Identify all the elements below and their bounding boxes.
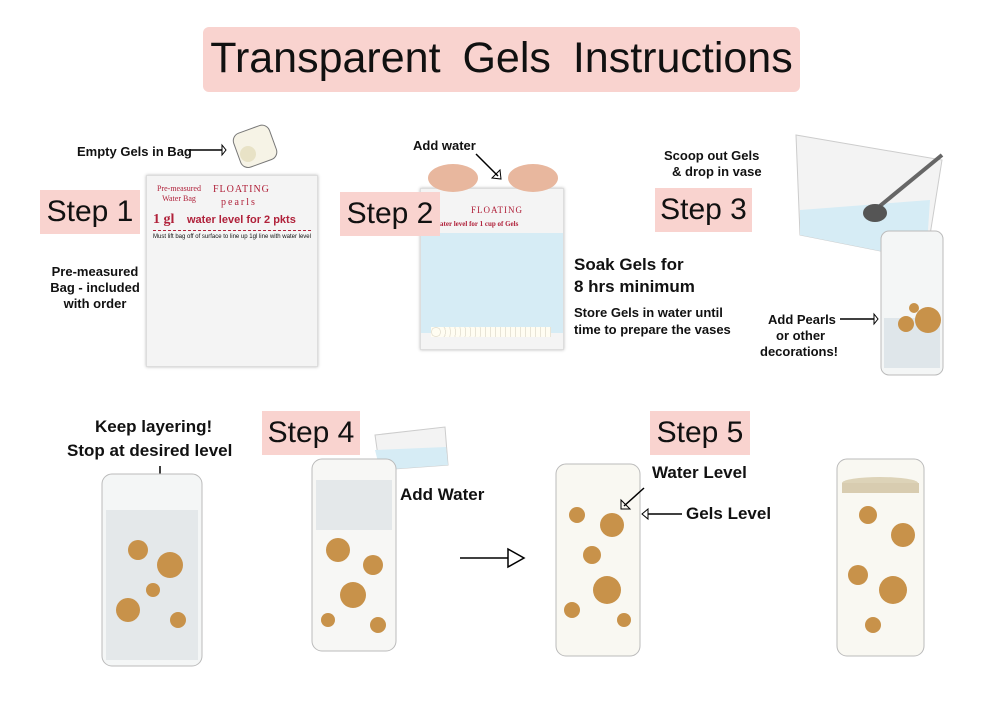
store-line-2: time to prepare the vases [574, 322, 731, 337]
pearls-line-2: or other [776, 328, 826, 343]
vase-layering [101, 473, 203, 667]
soak-line-1: Soak Gels for [574, 255, 684, 274]
step-4-label: Step 4 [262, 411, 360, 455]
empty-gels-callout: Empty Gels in Bag [77, 144, 192, 159]
arrow-icon [641, 507, 682, 521]
pearls-line-1: Add Pearls [768, 312, 836, 327]
page-title: Transparent Gels Instructions [203, 27, 800, 92]
vase-final-candle [836, 458, 925, 657]
vase-step-4 [311, 458, 397, 652]
big-arrow-icon [460, 547, 526, 569]
vase-step-3 [880, 230, 944, 376]
water-level-label: Water Level [652, 463, 747, 482]
gel-cup-icon [232, 124, 278, 169]
bag-water-level: water level for 1 cup of Gels [435, 220, 519, 228]
step-5-label: Step 5 [650, 411, 750, 455]
bag-premeasured-text: Pre-measured Water Bag [157, 184, 201, 203]
water-fill [421, 233, 563, 333]
add-water-callout: Add water [413, 138, 476, 153]
water-bag-2: FLOATING water level for 1 cup of Gels [420, 188, 564, 350]
water-bag-1: Pre-measured Water Bag FLOATING pearls 1… [146, 175, 318, 367]
arrow-icon [188, 143, 227, 157]
step-3-label: Step 3 [655, 188, 752, 232]
step-1-label: Step 1 [40, 190, 140, 234]
vase-step-5 [555, 463, 641, 657]
layering-line-1: Keep layering! [95, 417, 213, 436]
bag-brand: FLOATING [471, 205, 523, 215]
scoop-line-2: & drop in vase [672, 164, 762, 179]
soak-line-2: 8 hrs minimum [574, 277, 695, 296]
premeasured-note: Pre-measured Bag - included with order [50, 264, 140, 311]
bag-gallon: 1 gl [153, 212, 175, 227]
arrow-icon [840, 312, 879, 326]
hands-image [428, 164, 558, 192]
pearls-line-3: decorations! [760, 344, 839, 359]
bag-brand-sub: pearls [221, 197, 257, 208]
step-2-label: Step 2 [340, 192, 440, 236]
gels-image [431, 327, 551, 337]
add-water-step-4: Add Water [400, 485, 485, 504]
bag-water-level: water level for 2 pkts [187, 214, 296, 226]
bag-brand: FLOATING [213, 184, 270, 195]
store-line-1: Store Gels in water until [574, 305, 723, 320]
arrow-icon [620, 487, 645, 510]
bag-instruction: Must lift bag off of surface to line up … [153, 234, 311, 240]
water-level-line [153, 230, 311, 231]
scoop-line-1: Scoop out Gels [664, 148, 760, 163]
arrow-icon [475, 153, 502, 180]
layering-line-2: Stop at desired level [67, 441, 233, 460]
gels-level-label: Gels Level [686, 504, 772, 523]
